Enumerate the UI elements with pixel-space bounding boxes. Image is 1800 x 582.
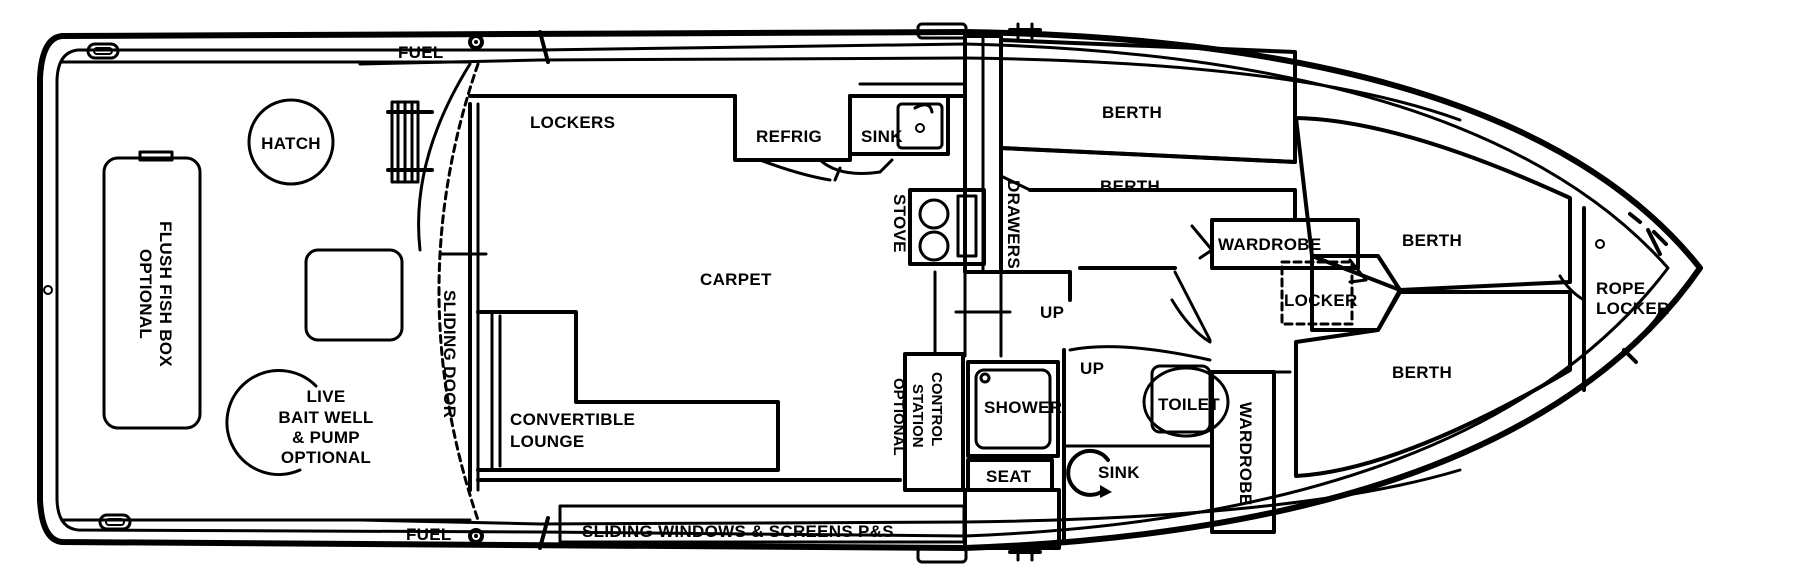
wardrobe-lower-label: WARDROBE xyxy=(1236,402,1255,505)
deck-hinge-bottom xyxy=(1008,543,1042,562)
locker-label: LOCKER xyxy=(1284,291,1358,310)
lower-partition xyxy=(963,270,1003,358)
berth-3-label: BERTH xyxy=(1402,231,1462,250)
cleat-stern-top xyxy=(86,42,120,60)
convertible-label: CONVERTIBLE xyxy=(510,410,635,429)
wardrobe-upper: WARDROBE xyxy=(1190,218,1360,270)
rope-label: ROPE xyxy=(1596,279,1645,298)
toilet-label: TOILET xyxy=(1158,395,1220,414)
wardrobe-upper-label: WARDROBE xyxy=(1218,235,1321,254)
up-label-2: UP xyxy=(1080,359,1104,378)
refrig-label: REFRIG xyxy=(756,127,822,146)
sliding-door-label: SLIDING DOOR xyxy=(440,290,459,418)
up-label-1: UP xyxy=(1040,303,1064,322)
berth-top-port: BERTH xyxy=(999,38,1297,164)
rope-locker-label: LOCKER xyxy=(1596,299,1670,318)
berth-mid: BERTH xyxy=(999,146,1297,222)
live-label: LIVE xyxy=(307,387,346,406)
berth-1-label: BERTH xyxy=(1102,103,1162,122)
hatch: HATCH xyxy=(247,98,335,186)
flush-fish-box: FLUSH FISH BOX OPTIONAL xyxy=(102,150,202,430)
station-label: STATION xyxy=(909,384,926,448)
cleat-stern-bottom xyxy=(98,513,132,531)
stove-label: STOVE xyxy=(890,194,909,253)
deck-plate xyxy=(304,248,404,342)
head-sink: SINK xyxy=(1066,448,1140,498)
berth-2-label: BERTH xyxy=(1100,177,1160,196)
control-optional-label: OPTIONAL xyxy=(890,378,907,456)
galley-sink: SINK xyxy=(848,94,950,156)
bait-well-label: BAIT WELL xyxy=(278,408,373,427)
v-berth-port: BERTH xyxy=(1294,116,1572,292)
bait-optional-label: OPTIONAL xyxy=(281,448,371,467)
flush-fish-box-optional-label: OPTIONAL xyxy=(136,249,155,339)
deck-hinge-top xyxy=(1008,22,1042,40)
and-pump-label: & PUMP xyxy=(292,428,360,447)
rope-locker: ROPE LOCKER xyxy=(1558,206,1670,392)
fuel-fill-bottom: FUEL xyxy=(406,525,484,544)
carpet-label: CARPET xyxy=(700,270,772,289)
lockers-label: LOCKERS xyxy=(530,113,615,132)
bow-anchor-marks xyxy=(1622,212,1642,364)
bow-cleat-top xyxy=(1646,228,1668,256)
wardrobe-lower: WARDROBE xyxy=(1210,370,1292,534)
refrigerator: REFRIG xyxy=(756,127,822,146)
fuel-label-bottom: FUEL xyxy=(406,525,452,544)
bow-cleat-bottom xyxy=(1640,308,1664,338)
flush-fish-box-label: FLUSH FISH BOX xyxy=(156,221,175,367)
head-walls xyxy=(1062,266,1212,542)
toilet: TOILET xyxy=(1142,364,1230,438)
galley-sink-label: SINK xyxy=(861,127,903,146)
lounge-label: LOUNGE xyxy=(510,432,585,451)
v-berth-starboard: BERTH xyxy=(1294,290,1572,478)
control-station: CONTROL STATION OPTIONAL xyxy=(890,352,965,492)
berth-4-label: BERTH xyxy=(1392,363,1452,382)
hatch-label: HATCH xyxy=(261,134,321,153)
fuel-label-top: FUEL xyxy=(398,43,444,62)
sliding-door: SLIDING DOOR xyxy=(417,62,488,522)
control-label: CONTROL xyxy=(928,372,945,446)
sliding-windows-label: SLIDING WINDOWS & SCREENS P&S xyxy=(582,522,894,541)
drawers-label: DRAWERS xyxy=(1004,180,1023,269)
stove: STOVE xyxy=(890,188,986,266)
shower: SHOWER xyxy=(966,360,1062,458)
head-sink-label: SINK xyxy=(1098,463,1140,482)
convertible-lounge: CONVERTIBLE LOUNGE xyxy=(476,310,902,482)
live-bait-well: LIVE BAIT WELL & PUMP OPTIONAL xyxy=(225,368,373,476)
galley-partition: DRAWERS xyxy=(963,34,1023,274)
shower-label: SHOWER xyxy=(984,398,1062,417)
seat: SEAT xyxy=(966,458,1054,492)
seat-label: SEAT xyxy=(986,467,1032,486)
fuel-fill-top: FUEL xyxy=(398,34,484,62)
